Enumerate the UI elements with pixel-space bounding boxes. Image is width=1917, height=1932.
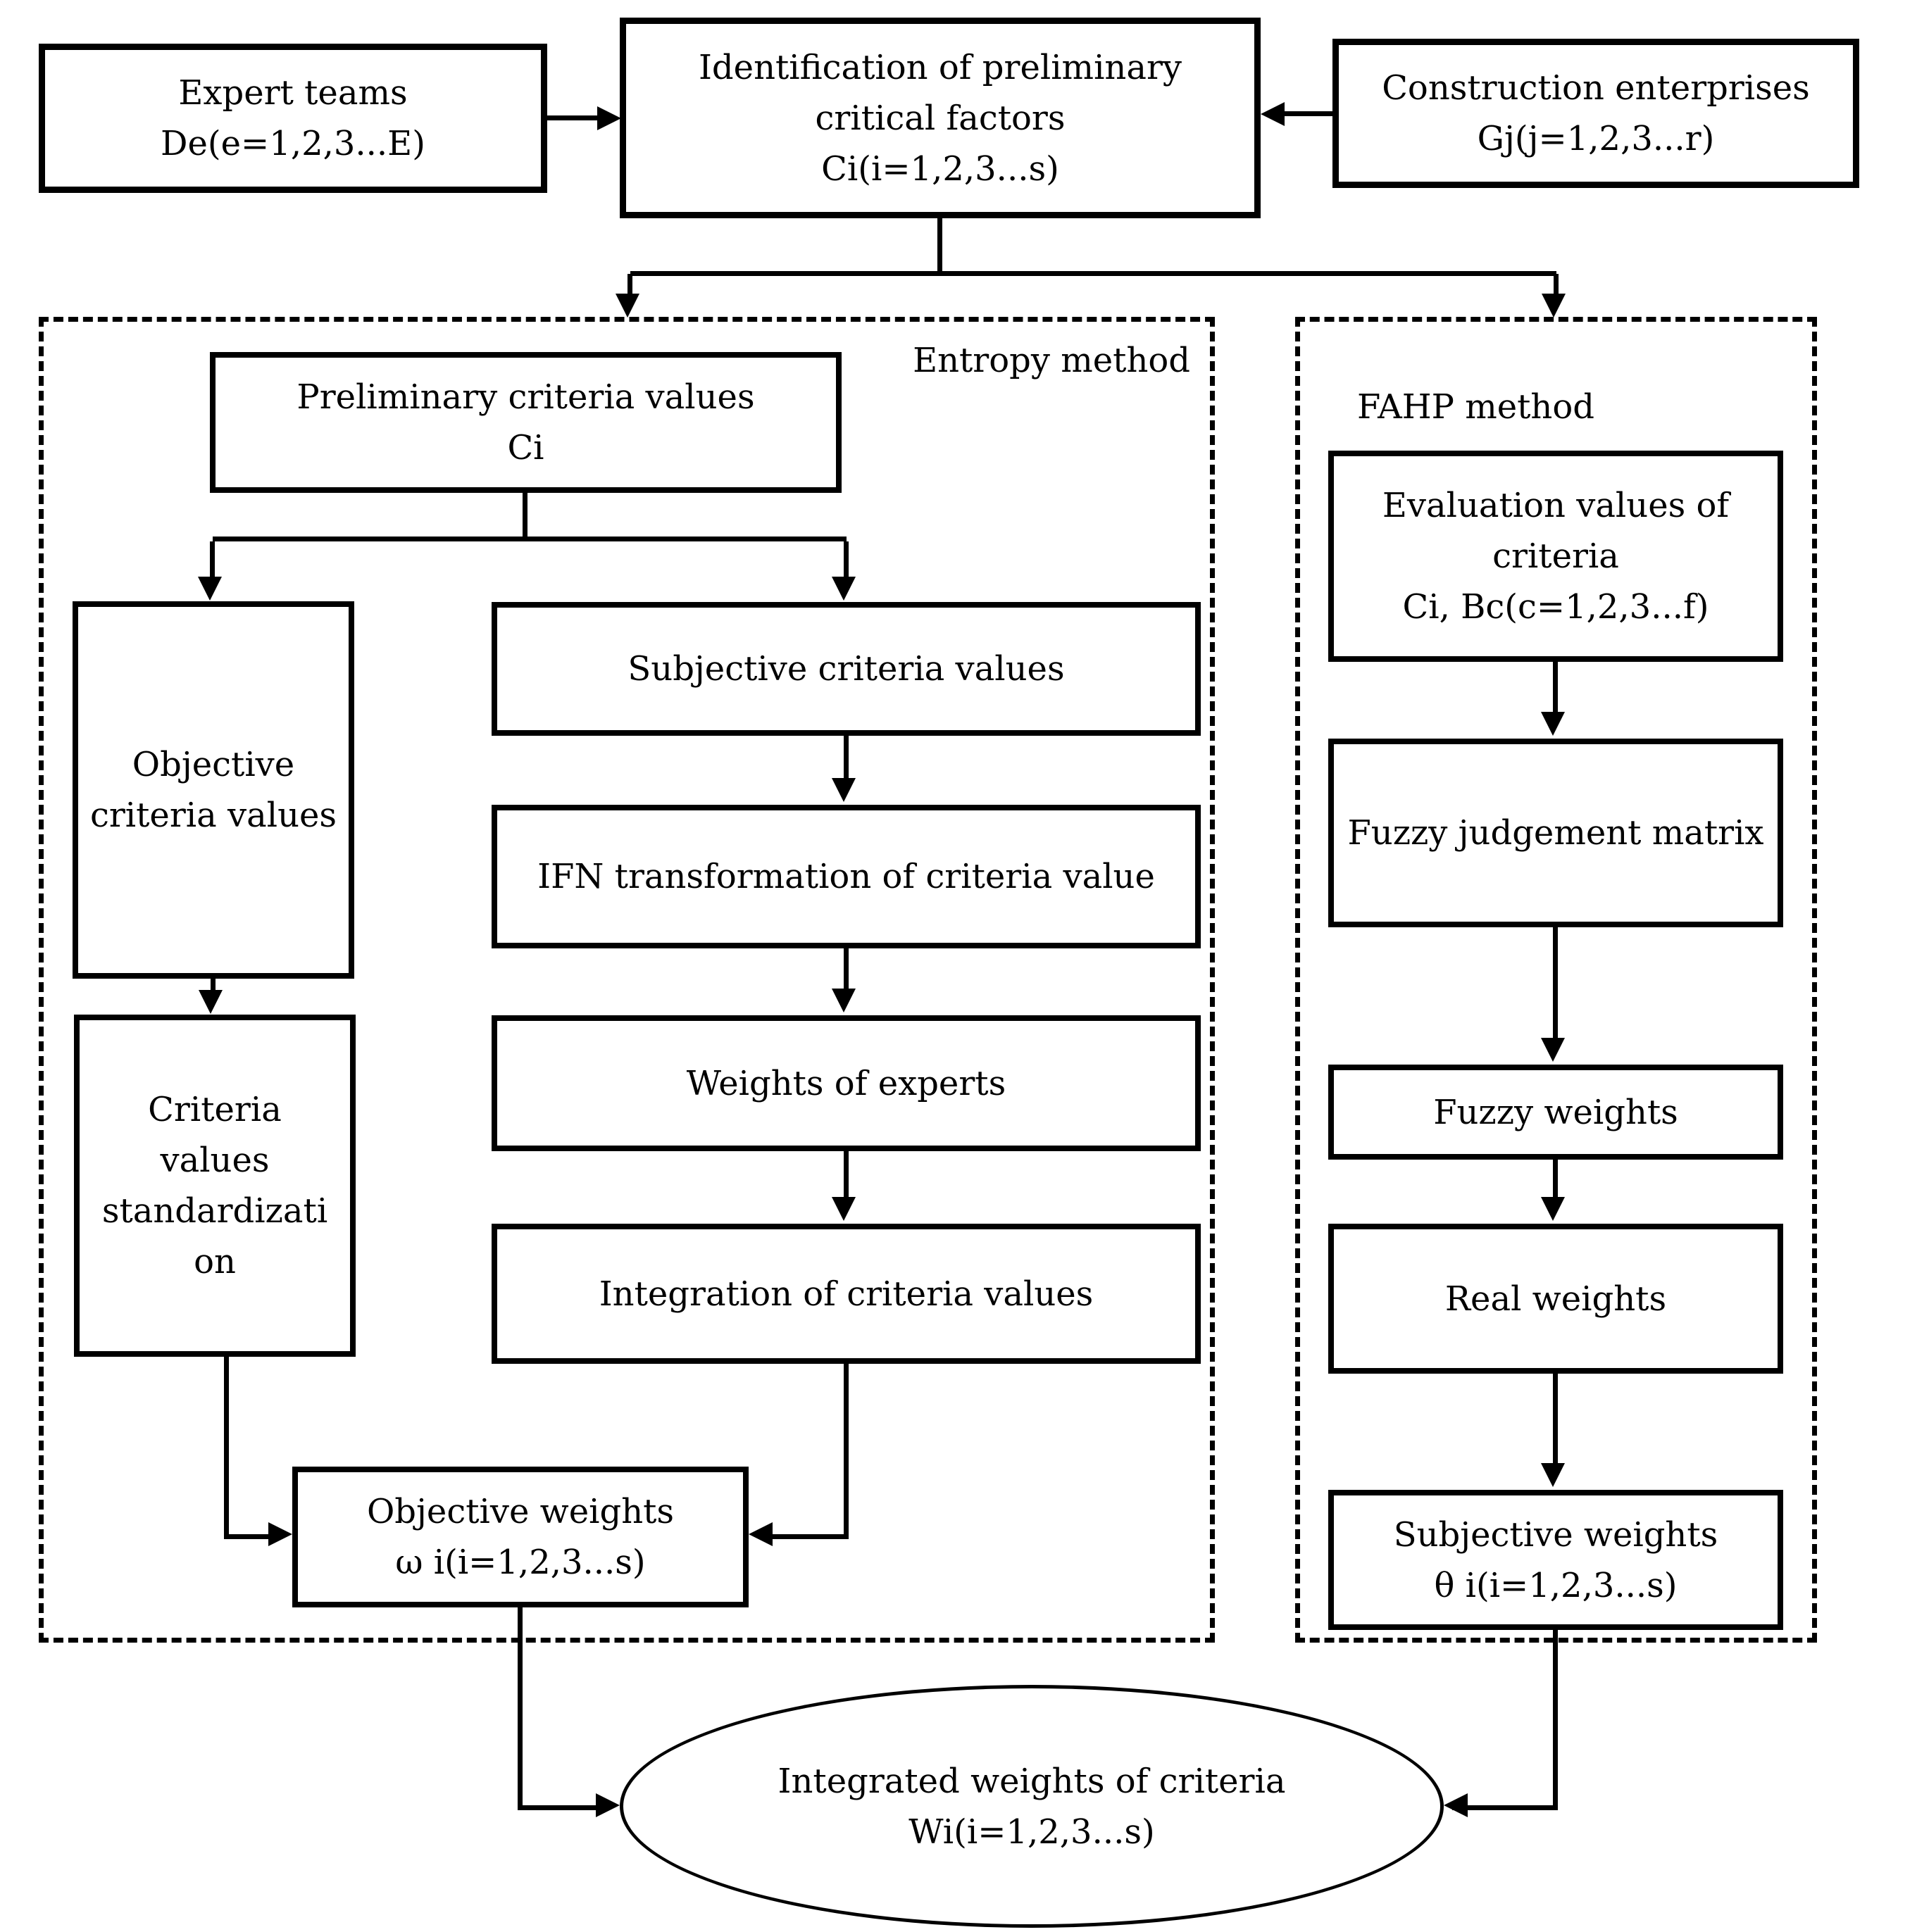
objective-weights-formula: ω i(i=1,2,3...s) (395, 1543, 646, 1582)
connector-objective-to-standardization (211, 979, 216, 993)
construction-enterprises-box: Construction enterprises Gj(j=1,2,3...r) (1332, 39, 1859, 188)
connector-standardization-right (224, 1534, 270, 1539)
expert-teams-title: Expert teams (178, 73, 408, 113)
connector-preliminary-down (523, 493, 527, 539)
fuzzy-matrix-label: Fuzzy judgement matrix (1347, 813, 1764, 853)
arrowhead-into-result-right (1444, 1793, 1468, 1817)
identification-formula: Ci(i=1,2,3...s) (821, 149, 1059, 189)
arrowhead-into-entropy-container (616, 294, 639, 318)
arrowhead-into-real-weights (1541, 1197, 1565, 1221)
connector-split-left-down (210, 541, 215, 578)
preliminary-line1: Preliminary criteria values (296, 377, 755, 417)
objective-weights-box: Objective weights ω i(i=1,2,3...s) (292, 1467, 749, 1607)
arrowhead-into-objective-weights-right (749, 1522, 773, 1546)
connector-weights-to-integration (844, 1151, 849, 1198)
connector-identification-down (937, 218, 942, 274)
connector-subjective-weights-left (1452, 1805, 1556, 1810)
fuzzy-weights-box: Fuzzy weights (1328, 1065, 1783, 1160)
arrowhead-into-ifn (832, 778, 856, 802)
evaluation-formula: Ci, Bc(c=1,2,3...f) (1402, 587, 1709, 627)
subjective-criteria-label: Subjective criteria values (627, 649, 1065, 689)
subjective-criteria-box: Subjective criteria values (492, 602, 1201, 736)
ifn-label: IFN transformation of criteria value (537, 857, 1155, 896)
arrowhead-into-fuzzy-weights (1541, 1038, 1565, 1062)
connector-integration-down (844, 1364, 849, 1539)
connector-split-horizontal (213, 537, 847, 541)
connector-expert-to-identification (547, 115, 600, 120)
standardization-line2: values (160, 1141, 270, 1180)
evaluation-line2: criteria (1492, 537, 1619, 576)
arrowhead-into-subjective-criteria (832, 577, 856, 601)
connector-construction-to-identification (1285, 111, 1332, 116)
integration-label: Integration of criteria values (599, 1274, 1094, 1314)
fuzzy-judgement-matrix-box: Fuzzy judgement matrix (1328, 739, 1783, 927)
expert-teams-box: Expert teams De(e=1,2,3...E) (39, 44, 547, 193)
criteria-standardization-box: Criteria values standardizati on (74, 1015, 356, 1357)
arrowhead-into-identification-right (1261, 102, 1285, 126)
integrated-weights-ellipse: Integrated weights of criteria Wi(i=1,2,… (620, 1685, 1444, 1928)
connector-integration-left (771, 1534, 849, 1539)
connector-standardization-down (224, 1357, 229, 1539)
entropy-method-container (39, 317, 1215, 1643)
connector-objective-weights-down (518, 1607, 523, 1810)
connector-ifn-to-weights-experts (844, 948, 849, 990)
evaluation-values-box: Evaluation values of criteria Ci, Bc(c=1… (1328, 451, 1783, 662)
entropy-method-label: Entropy method (913, 341, 1190, 380)
connector-branch-left-down (627, 274, 632, 296)
connector-split-right-down (844, 541, 849, 577)
real-weights-label: Real weights (1444, 1279, 1667, 1319)
construction-title: Construction enterprises (1382, 68, 1810, 108)
objective-criteria-box: Objective criteria values (73, 601, 354, 979)
identification-box: Identification of preliminary critical f… (620, 18, 1261, 218)
connector-real-to-subjective-weights (1553, 1374, 1558, 1464)
arrowhead-into-standardization (199, 990, 223, 1014)
connector-matrix-to-fuzzy-weights (1553, 927, 1558, 1039)
standardization-line1: Criteria (148, 1090, 282, 1129)
subjective-weights-box: Subjective weights θ i(i=1,2,3...s) (1328, 1490, 1783, 1630)
arrowhead-into-fuzzy-matrix (1541, 712, 1565, 736)
preliminary-criteria-box: Preliminary criteria values Ci (210, 352, 842, 493)
connector-fuzzy-to-real-weights (1553, 1160, 1558, 1198)
connector-evaluation-to-matrix (1553, 662, 1558, 713)
connector-subjective-weights-down (1553, 1630, 1558, 1810)
construction-formula: Gj(j=1,2,3...r) (1477, 119, 1715, 158)
ifn-transformation-box: IFN transformation of criteria value (492, 805, 1201, 948)
weights-of-experts-box: Weights of experts (492, 1015, 1201, 1151)
evaluation-line1: Evaluation values of (1382, 486, 1730, 525)
objective-criteria-line1: Objective (132, 745, 295, 784)
preliminary-formula: Ci (507, 428, 544, 468)
arrowhead-into-fahp-container (1542, 294, 1566, 318)
real-weights-box: Real weights (1328, 1224, 1783, 1374)
identification-line2: critical factors (815, 98, 1066, 138)
standardization-line4: on (194, 1242, 236, 1281)
integration-criteria-box: Integration of criteria values (492, 1224, 1201, 1364)
expert-teams-formula: De(e=1,2,3...E) (161, 124, 425, 163)
arrowhead-into-weights-experts (832, 989, 856, 1012)
arrowhead-into-result-left (596, 1793, 620, 1817)
identification-line1: Identification of preliminary (698, 47, 1182, 87)
subjective-weights-line1: Subjective weights (1393, 1514, 1718, 1555)
result-line1: Integrated weights of criteria (778, 1761, 1286, 1801)
fuzzy-weights-label: Fuzzy weights (1433, 1092, 1678, 1132)
connector-branch-horizontal (630, 271, 1556, 276)
arrowhead-into-subjective-weights (1541, 1463, 1565, 1487)
connector-subjective-to-ifn (844, 736, 849, 779)
connector-objective-weights-right (518, 1805, 597, 1810)
result-formula: Wi(i=1,2,3...s) (908, 1812, 1155, 1852)
connector-branch-right-down (1554, 274, 1559, 296)
arrowhead-into-objective-criteria (198, 577, 222, 601)
objective-weights-line1: Objective weights (366, 1492, 675, 1531)
objective-criteria-line2: criteria values (89, 796, 337, 835)
arrowhead-into-integration (832, 1197, 856, 1221)
fahp-method-label: FAHP method (1357, 387, 1594, 427)
standardization-line3: standardizati (101, 1191, 328, 1231)
arrowhead-into-identification-left (597, 106, 621, 130)
weights-experts-label: Weights of experts (686, 1063, 1006, 1103)
subjective-weights-formula: θ i(i=1,2,3...s) (1434, 1565, 1678, 1605)
arrowhead-into-objective-weights-left (268, 1522, 292, 1546)
